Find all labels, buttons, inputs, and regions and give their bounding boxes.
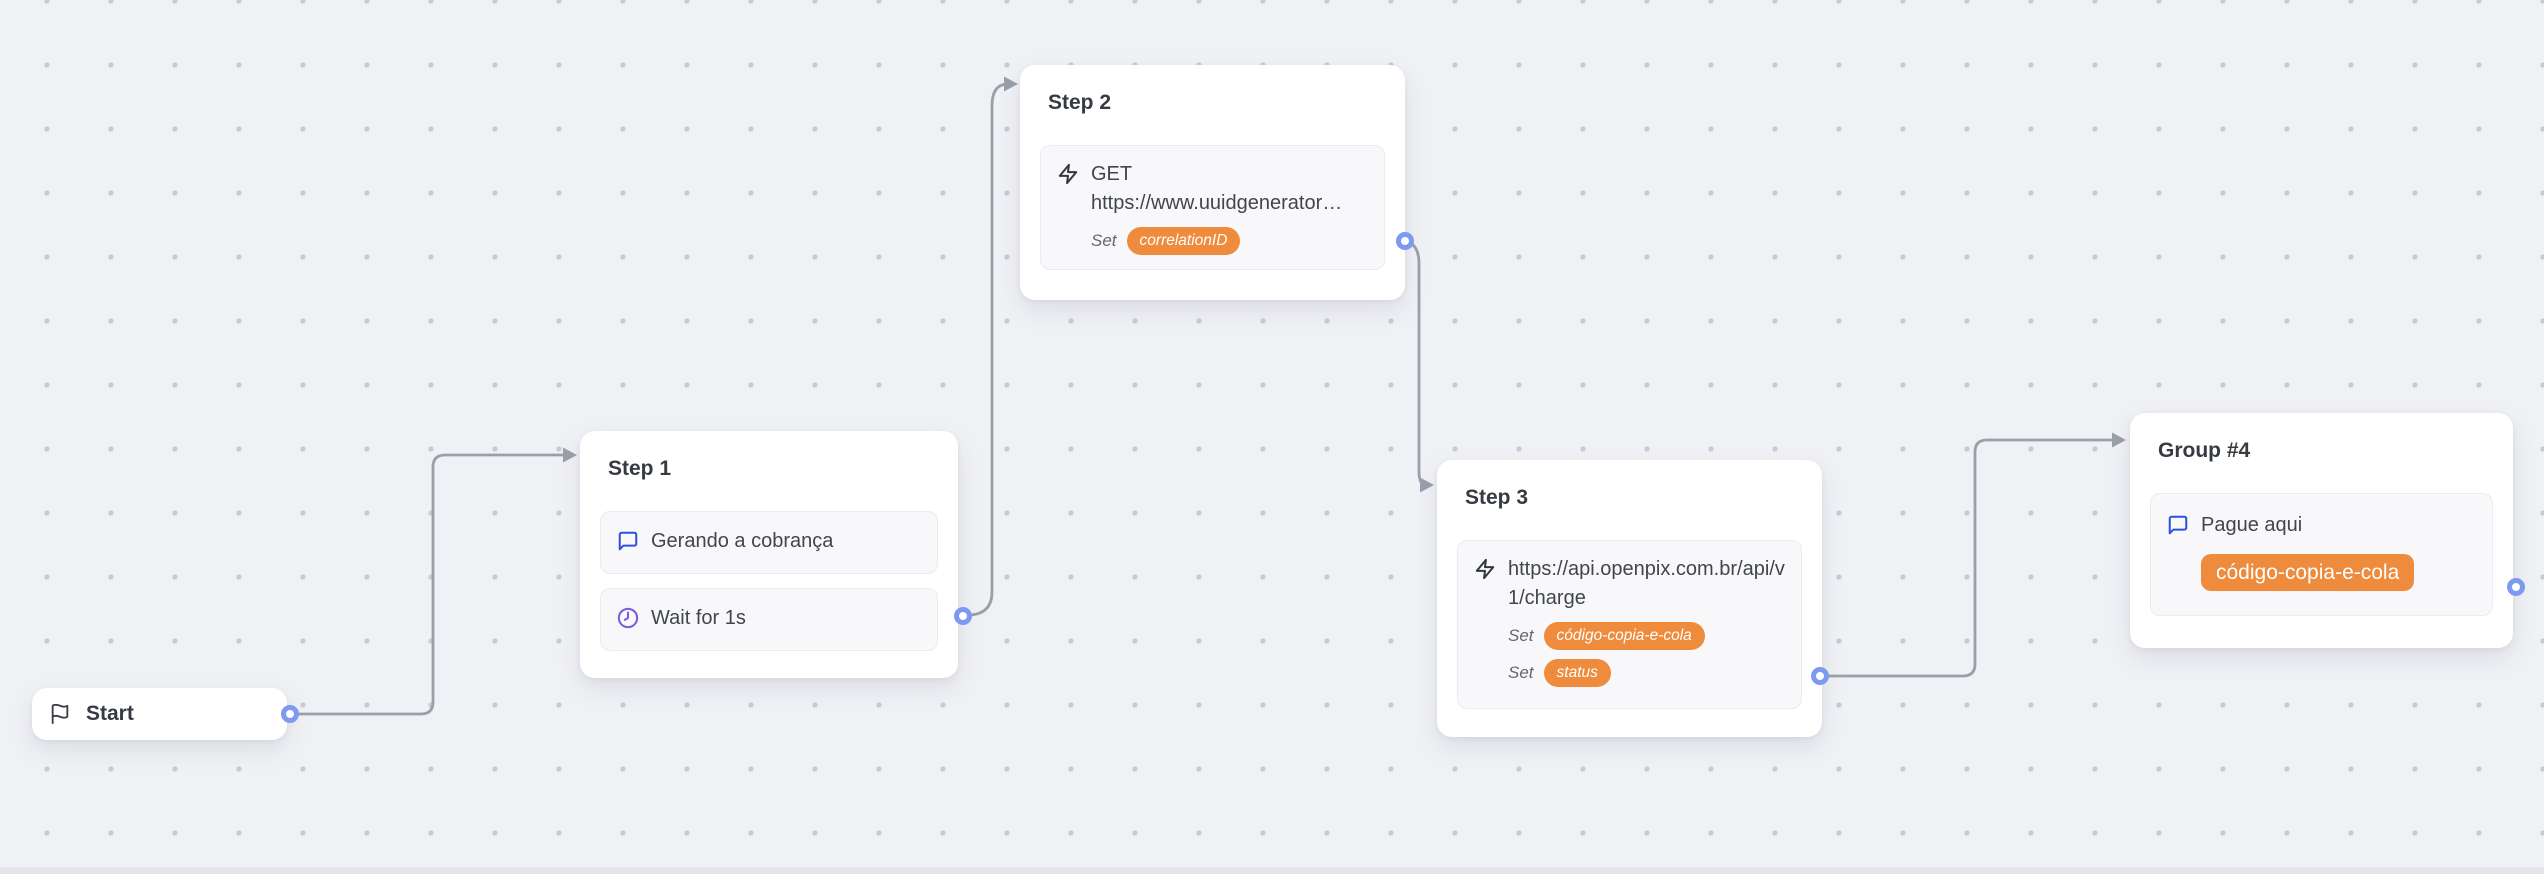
flag-icon <box>49 703 71 725</box>
edge-step2-to-step3[interactable] <box>1411 242 1427 487</box>
step3-title: Step 3 <box>1465 486 1529 509</box>
port-step1-output[interactable] <box>954 607 972 625</box>
node-step1[interactable]: Step 1 Gerando a cobrança Wait for 1s <box>580 431 958 678</box>
message-icon <box>2167 514 2189 536</box>
group4-message-label: Pague aqui <box>2201 514 2303 536</box>
edge-step2-to-step3-arrow <box>1420 477 1434 493</box>
step2-set-row: Set correlationID <box>1091 226 1368 255</box>
edge-start-to-step1-arrow <box>563 447 577 463</box>
step1-wait-item[interactable]: Wait for 1s <box>600 588 938 651</box>
variable-badge: código-copia-e-cola <box>1543 621 1705 650</box>
step3-set-row-2: Set status <box>1508 658 1785 687</box>
node-step2[interactable]: Step 2 GET https://www.uuidgenerator… Se… <box>1020 65 1405 300</box>
quick-reply-button[interactable]: código-copia-e-cola <box>2201 554 2415 591</box>
zap-icon <box>1474 558 1496 580</box>
set-label: Set <box>1091 231 1117 250</box>
step2-method: GET <box>1091 163 1133 185</box>
edge-step3-to-group4-arrow <box>2112 432 2126 448</box>
edge-step1-to-step2-arrow <box>1004 76 1018 92</box>
clock-icon <box>617 607 639 629</box>
node-group4[interactable]: Group #4 Pague aqui código-copia-e-cola <box>2130 413 2513 648</box>
step1-wait-label: Wait for 1s <box>651 607 746 629</box>
message-icon <box>617 530 639 552</box>
edge-start-to-step1[interactable] <box>298 453 564 716</box>
port-group4-output[interactable] <box>2507 578 2525 596</box>
edge-step1-to-step2[interactable] <box>970 82 1009 617</box>
zap-icon <box>1057 163 1079 185</box>
port-start-output[interactable] <box>281 705 299 723</box>
edge-step3-to-group4[interactable] <box>1829 438 2113 678</box>
step3-url: https://api.openpix.com.br/api/v1/charge <box>1508 558 1785 609</box>
step3-set-row-1: Set código-copia-e-cola <box>1508 621 1785 650</box>
canvas-bottom-edge <box>0 867 2544 874</box>
step3-request-item[interactable]: https://api.openpix.com.br/api/v1/charge… <box>1457 540 1802 709</box>
start-title: Start <box>86 702 134 725</box>
port-step2-output[interactable] <box>1396 232 1414 250</box>
step1-title: Step 1 <box>608 457 672 480</box>
step2-request-item[interactable]: GET https://www.uuidgenerator… Set corre… <box>1040 145 1385 270</box>
set-label: Set <box>1508 626 1534 645</box>
group4-message-item[interactable]: Pague aqui código-copia-e-cola <box>2150 493 2493 616</box>
step1-message-item[interactable]: Gerando a cobrança <box>600 511 938 574</box>
step1-message-label: Gerando a cobrança <box>651 530 834 552</box>
set-label: Set <box>1508 663 1534 682</box>
node-start[interactable]: Start <box>32 688 287 740</box>
node-step3[interactable]: Step 3 https://api.openpix.com.br/api/v1… <box>1437 460 1822 737</box>
variable-badge: correlationID <box>1126 226 1241 255</box>
group4-title: Group #4 <box>2158 439 2251 462</box>
step2-url: https://www.uuidgenerator… <box>1091 192 1343 214</box>
step2-title: Step 2 <box>1048 91 1112 114</box>
variable-badge: status <box>1543 658 1611 687</box>
port-step3-output[interactable] <box>1811 667 1829 685</box>
